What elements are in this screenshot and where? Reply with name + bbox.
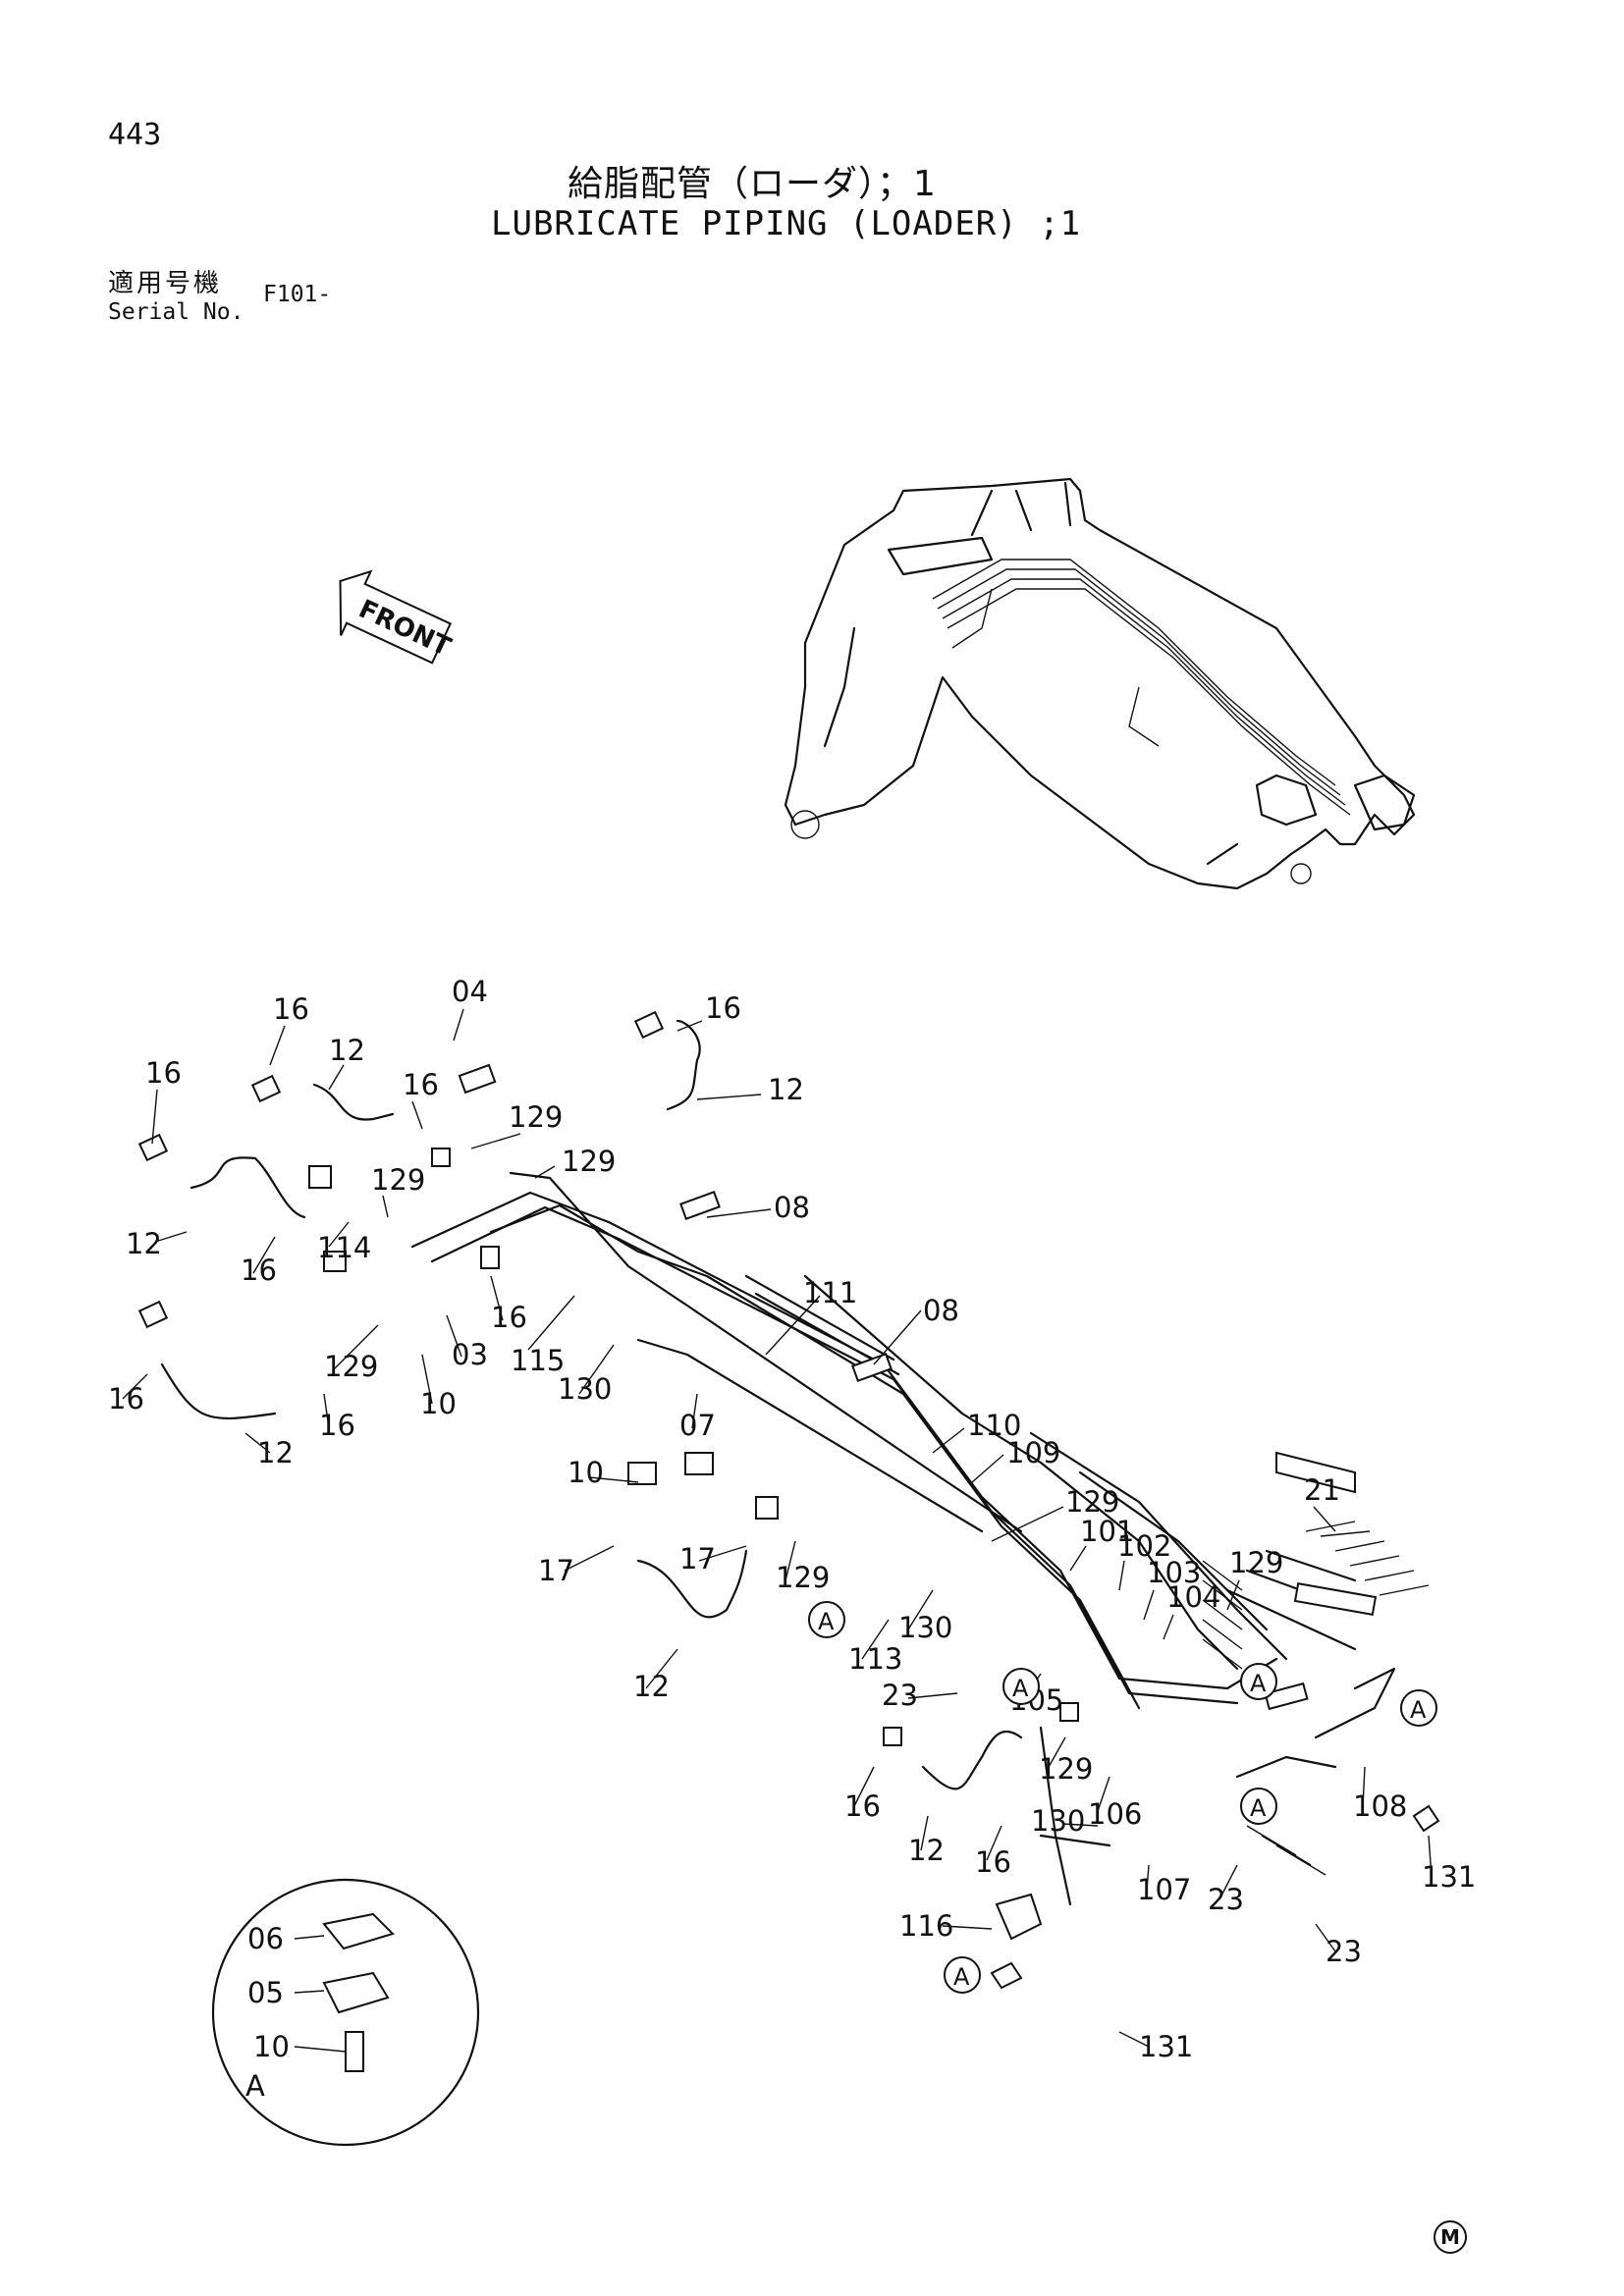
callout-label: 16 <box>108 1382 144 1415</box>
detail-callout-label: 10 <box>253 2030 290 2063</box>
callout-label: 12 <box>768 1073 804 1106</box>
callout-label: 16 <box>705 991 741 1025</box>
loader-boom-illustration <box>784 477 1416 890</box>
callout-label: 129 <box>1229 1546 1283 1579</box>
callout-label: 17 <box>679 1542 716 1575</box>
callout-label: 12 <box>633 1670 670 1703</box>
callout-label: 10 <box>420 1387 457 1420</box>
callout-label: 129 <box>1065 1485 1119 1519</box>
serial-label-japanese: 適用号機 <box>108 269 223 298</box>
callout-label: 16 <box>491 1301 527 1334</box>
callout-label: 10 <box>568 1456 604 1489</box>
callout-label: 115 <box>511 1344 565 1377</box>
detail-view-name: A <box>245 2069 265 2103</box>
svg-text:A: A <box>1012 1675 1029 1702</box>
callout-label: 101 <box>1080 1515 1134 1548</box>
view-marker-a: A <box>1240 1788 1277 1825</box>
callout-label: 07 <box>679 1409 716 1442</box>
view-marker-a: A <box>1002 1668 1040 1705</box>
callout-label: 16 <box>145 1056 182 1090</box>
callout-label: 17 <box>538 1554 574 1587</box>
callout-label: 130 <box>1031 1804 1085 1838</box>
svg-text:A: A <box>1250 1794 1267 1822</box>
callout-label: 16 <box>844 1789 881 1823</box>
callout-label: 110 <box>967 1409 1021 1442</box>
view-marker-a: A <box>1240 1663 1277 1700</box>
callout-label: 12 <box>908 1834 945 1867</box>
callout-label: 129 <box>776 1561 830 1594</box>
callout-label: 131 <box>1139 2030 1193 2063</box>
part-callouts: 16 12 16 04 16 12 16 129 129 129 12 16 1… <box>108 975 1476 2103</box>
page-number: 443 <box>108 118 162 152</box>
detail-callout-label: 06 <box>247 1922 284 1955</box>
callout-label: 12 <box>257 1436 294 1469</box>
callout-label: 04 <box>452 975 488 1008</box>
manufacturer-logo-mark: M <box>1434 2220 1467 2254</box>
callout-label: 16 <box>319 1409 355 1442</box>
callout-label: 21 <box>1304 1473 1340 1507</box>
callout-label: 129 <box>1039 1752 1093 1786</box>
callout-label: 129 <box>324 1350 378 1383</box>
svg-text:A: A <box>953 1963 970 1991</box>
page-title-english: LUBRICATE PIPING (LOADER) ;1 <box>491 204 1082 243</box>
callout-label: 129 <box>371 1163 425 1197</box>
svg-text:A: A <box>818 1608 835 1635</box>
callout-label: 113 <box>848 1642 902 1676</box>
callout-label: 03 <box>452 1338 488 1371</box>
callout-label: 16 <box>403 1068 439 1101</box>
detail-view-a <box>211 1878 480 2147</box>
callout-label: 103 <box>1147 1556 1201 1589</box>
piping-bundle <box>410 1171 1396 1906</box>
leader-lines <box>122 1008 1433 2048</box>
view-marker-a: A <box>944 1956 981 1994</box>
callout-label: 131 <box>1422 1860 1476 1894</box>
callout-label: 12 <box>126 1227 162 1260</box>
serial-number-value: F101- <box>263 282 332 307</box>
callout-label: 108 <box>1353 1789 1407 1823</box>
callout-label: 16 <box>975 1845 1011 1879</box>
callout-label: 08 <box>923 1294 959 1327</box>
view-marker-a: A <box>808 1601 845 1638</box>
callout-label: 114 <box>317 1231 371 1264</box>
callout-label: 16 <box>241 1254 277 1287</box>
view-markers: A A A A A A <box>808 1601 1437 1994</box>
callout-label: 23 <box>1326 1935 1362 1968</box>
callout-label: 104 <box>1166 1580 1220 1614</box>
callout-label: 08 <box>774 1191 810 1224</box>
callout-label: 129 <box>562 1145 616 1178</box>
callout-label: 16 <box>273 992 309 1026</box>
callout-label: 107 <box>1137 1873 1191 1906</box>
view-marker-a: A <box>1400 1689 1437 1727</box>
callout-label: 102 <box>1117 1529 1171 1563</box>
serial-label-english: Serial No. <box>108 299 244 325</box>
detail-callout-label: 05 <box>247 1976 284 2009</box>
callout-label: 12 <box>329 1034 365 1067</box>
fittings <box>137 1010 1440 1990</box>
front-arrow-icon: FRONT <box>339 569 456 665</box>
grease-hoses <box>160 1019 1023 1790</box>
svg-text:A: A <box>1410 1696 1427 1724</box>
callout-label: 130 <box>898 1611 952 1644</box>
callout-label: 23 <box>882 1679 918 1712</box>
callout-label: 109 <box>1006 1436 1060 1469</box>
svg-text:A: A <box>1250 1670 1267 1697</box>
page-title-japanese: 給脂配管（ローダ）；1 <box>568 164 937 204</box>
callout-label: 130 <box>558 1372 612 1406</box>
callout-label: 129 <box>509 1100 563 1134</box>
